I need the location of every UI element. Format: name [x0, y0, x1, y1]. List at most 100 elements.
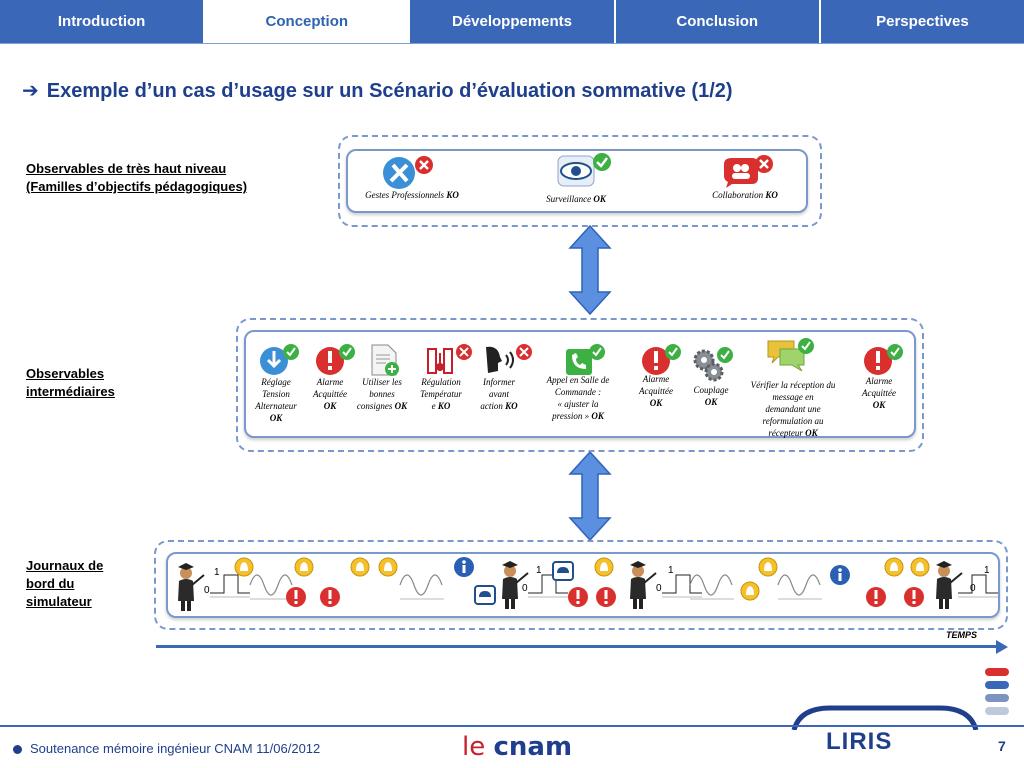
bell-icon [740, 581, 760, 601]
caption-line: Alternateur [255, 401, 297, 411]
cnam-logo-text: cnam [493, 732, 573, 762]
teacher-icon [935, 560, 963, 610]
bell-icon [378, 557, 398, 577]
bell-icon [910, 557, 930, 577]
label-high-level-line1: Observables de très haut niveau [26, 161, 227, 176]
caption-line: Commande : [554, 387, 602, 397]
signal-low: 0 [656, 583, 662, 594]
label-logs-line3: simulateur [26, 594, 92, 609]
gears-icon [693, 347, 733, 382]
caption-line: récepteur [768, 428, 803, 438]
caption-line: Appel en Salle de [546, 375, 610, 385]
caption-line: Utiliser les [362, 377, 402, 387]
caption-line: Acquittée [862, 388, 896, 398]
group-icon [724, 155, 773, 188]
tab-conception[interactable]: Conception [205, 0, 411, 43]
intermediate-group [236, 318, 924, 452]
caption-line: e [431, 401, 436, 411]
caption-line: Températur [420, 389, 462, 399]
signal-high: 1 [536, 565, 542, 576]
caption-status: OK [394, 401, 408, 411]
caption-line: Réglage [261, 377, 291, 387]
document-add-icon [371, 344, 399, 376]
speaker-icon [486, 344, 532, 373]
obs-surveillance-status: OK [593, 194, 606, 204]
footer-line [0, 725, 1024, 727]
caption-line: Couplage [693, 385, 729, 395]
chat-icon [767, 338, 814, 372]
caption-status: KO [505, 401, 518, 411]
arrow-right-icon: ➔ [22, 80, 39, 102]
eye-icon [557, 153, 611, 187]
label-logs-line2: bord du [26, 576, 75, 591]
caption-line: Acquittée [639, 386, 673, 396]
tab-introduction[interactable]: Introduction [0, 0, 206, 43]
obs-alarme-1: Alarme Acquittée OK [302, 376, 358, 412]
obs-surveillance-text: Surveillance [546, 194, 594, 204]
caption-status: OK [649, 398, 663, 408]
bell-icon [234, 557, 254, 577]
obs-surveillance: Surveillance OK [536, 193, 616, 205]
label-high-level-line2: (Familles d’objectifs pédagogiques) [26, 179, 248, 194]
alarm-icon [320, 587, 340, 607]
logs-group [154, 540, 1008, 630]
obs-informer: Informer avant action KO [472, 376, 526, 412]
double-arrow-bottom [568, 450, 612, 542]
caption-line: « ajuster la [557, 399, 599, 409]
obs-regulation: Régulation Températur e KO [412, 376, 470, 412]
obs-appel: Appel en Salle de Commande : « ajuster l… [530, 374, 626, 422]
alarm-icon [904, 587, 924, 607]
signal-low: 0 [204, 585, 210, 596]
signal-graph [661, 574, 703, 598]
obs-gestes-text: Gestes Professionnels [365, 190, 447, 200]
caption-line: avant [489, 389, 509, 399]
cnam-logo-le: le [462, 732, 494, 762]
caption-line: action [480, 401, 503, 411]
obs-consignes: Utiliser les bonnes consignes OK [350, 376, 414, 412]
timeline-arrow-icon [996, 640, 1008, 654]
caption-line: Alarme [865, 376, 893, 386]
bell-icon [294, 557, 314, 577]
obs-collaboration: Collaboration KO [700, 189, 790, 201]
footer-text: Soutenance mémoire ingénieur CNAM 11/06/… [30, 741, 321, 756]
alarm-icon [596, 587, 616, 607]
bell-icon [350, 557, 370, 577]
caption-status: OK [872, 400, 886, 410]
bell-icon [758, 557, 778, 577]
tools-icon [383, 156, 433, 189]
thermometer-icon [427, 344, 472, 374]
info-icon [830, 565, 850, 585]
simulator-log-strip: 1 0 1 0 1 0 1 0 [177, 557, 998, 612]
signal-graph [209, 574, 251, 598]
phone-icon [474, 585, 496, 605]
label-logs-line1: Journaux de [26, 558, 104, 573]
label-high-level: Observables de très haut niveau (Famille… [26, 160, 247, 196]
signal-low: 0 [522, 583, 528, 594]
tab-perspectives[interactable]: Perspectives [820, 0, 1024, 43]
bullet-icon [13, 745, 22, 754]
caption-line: Tension [262, 389, 290, 399]
alarm-icon [316, 344, 355, 375]
phone-icon [552, 561, 574, 581]
wave-graph [399, 574, 445, 600]
obs-collaboration-status: KO [765, 190, 778, 200]
high-level-group [338, 135, 822, 227]
alarm-icon [864, 344, 903, 375]
caption-status: OK [269, 413, 283, 423]
obs-gestes-status: KO [446, 190, 459, 200]
wave-graph [689, 574, 735, 600]
obs-alarme-2: Alarme Acquittée OK [628, 373, 684, 409]
slide-title-text: Exemple d’un cas d’usage sur un Scénario… [46, 80, 733, 102]
tab-developpements[interactable]: Développements [410, 0, 616, 43]
caption-line: Informer [483, 377, 515, 387]
caption-line: bonnes [369, 389, 395, 399]
caption-line: demandant une [765, 404, 821, 414]
caption-line: Alarme [642, 374, 670, 384]
alarm-icon [286, 587, 306, 607]
caption-status: OK [805, 428, 818, 438]
download-icon [260, 344, 299, 375]
signal-high: 1 [984, 565, 990, 576]
tab-conclusion[interactable]: Conclusion [615, 0, 821, 43]
label-logs: Journaux de bord du simulateur [26, 557, 103, 611]
page-number: 7 [998, 738, 1006, 754]
